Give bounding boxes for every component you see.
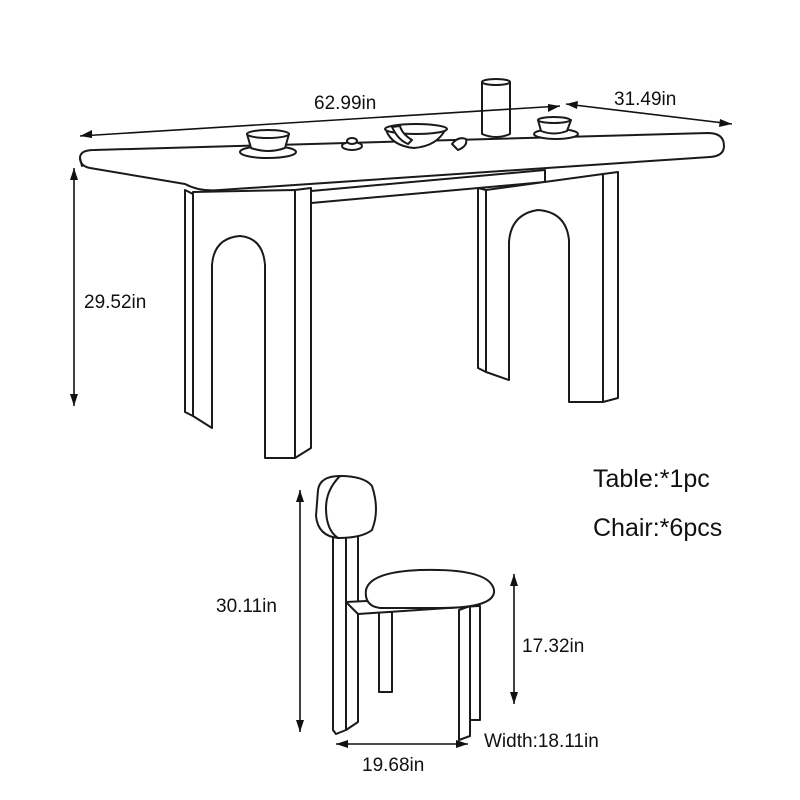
table-front-right-leg-side xyxy=(602,171,619,403)
table-front-left-leg xyxy=(192,189,296,459)
chair-depth-label: 19.68in xyxy=(362,755,424,776)
small-dish-item xyxy=(346,137,358,145)
arrowhead xyxy=(296,720,304,732)
table-top-edge xyxy=(79,157,83,167)
table-height-label: 29.52in xyxy=(84,292,146,313)
table-width-label: 31.49in xyxy=(614,89,676,110)
spoon xyxy=(391,125,413,145)
arrowhead xyxy=(296,490,304,502)
chair-width-label: Width:18.11in xyxy=(484,731,599,752)
table-front-left-leg-side xyxy=(294,187,312,459)
tall-glass-rim xyxy=(481,78,511,86)
arrowhead xyxy=(80,130,92,138)
table-length-dimension-line xyxy=(79,105,561,137)
chair-back-cushion xyxy=(315,475,377,539)
table-front-right-leg xyxy=(485,173,604,403)
small-cup xyxy=(451,137,468,151)
arrowhead xyxy=(510,692,518,704)
chair-far-leg-left xyxy=(378,611,393,693)
cup-left-rim xyxy=(246,129,290,139)
chair-back-post-inner xyxy=(332,511,347,735)
table-width-dimension-line xyxy=(565,103,733,125)
chair-back-cushion-edge xyxy=(325,475,341,539)
dimension-lines xyxy=(70,101,733,748)
table-quantity-label: Table:*1pc xyxy=(593,465,710,493)
arrowhead xyxy=(456,740,468,748)
arrowhead xyxy=(566,101,578,109)
cup-right-rim xyxy=(537,116,571,124)
dining-chair xyxy=(315,475,496,741)
dining-table xyxy=(79,78,725,459)
chair-front-leg xyxy=(458,605,471,741)
chair-seat-height-label: 17.32in xyxy=(522,636,584,657)
arrowhead xyxy=(548,104,560,112)
chair-height-label: 30.11in xyxy=(216,596,277,617)
table-length-label: 62.99in xyxy=(314,93,376,114)
chair-seat-cushion xyxy=(364,568,496,609)
table-back-left-leg xyxy=(184,189,194,417)
arrowhead xyxy=(70,168,78,180)
chair-far-leg-right xyxy=(469,605,481,721)
chair-quantity-label: Chair:*6pcs xyxy=(593,514,722,542)
arrowhead xyxy=(510,574,518,586)
arrowhead xyxy=(70,394,78,406)
arrowhead xyxy=(719,119,732,127)
table-back-right-leg xyxy=(477,187,487,373)
chair-back-post xyxy=(345,514,359,731)
arrowhead xyxy=(336,740,348,748)
